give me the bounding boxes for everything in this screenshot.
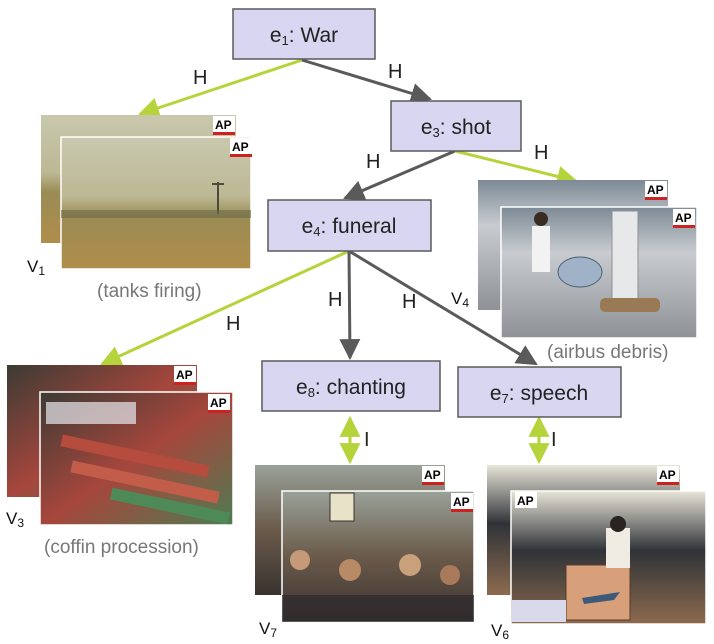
ap-logo: AP <box>230 138 252 157</box>
event-node-funeral: e4: funeral <box>267 199 432 252</box>
node-label: chanting <box>327 376 406 399</box>
svg-text:AP: AP <box>232 140 249 154</box>
node-label: shot <box>451 116 491 139</box>
edge-label-e4-e8: H <box>328 289 342 311</box>
node-label: War <box>300 24 338 47</box>
event-node-shot: e3: shot <box>390 100 522 152</box>
video-thumbnail-v7: AP AP V7 <box>255 465 475 640</box>
svg-text:e4: funeral: e4: funeral <box>302 215 397 239</box>
node-subscript: 4 <box>313 224 320 239</box>
edge-label-e8-v7: I <box>364 429 370 451</box>
node-label: funeral <box>332 215 396 238</box>
ap-logo: AP <box>174 366 196 385</box>
svg-text:AP: AP <box>647 183 664 197</box>
svg-text:AP: AP <box>210 396 227 410</box>
event-node-chanting: e8: chanting <box>261 360 441 412</box>
video-thumbnail-v1: AP AP V1 (tanks firing) <box>27 115 252 302</box>
edge-label-e3-v4: H <box>534 142 548 164</box>
svg-text:AP: AP <box>659 468 676 482</box>
node-subscript: 1 <box>282 33 289 48</box>
node-subscript: 7 <box>502 391 509 406</box>
edge-e3-v4 <box>454 149 579 187</box>
edge-label-e4-v3: H <box>226 313 240 335</box>
svg-text:e8: chanting: e8: chanting <box>296 376 406 400</box>
svg-text:AP: AP <box>424 468 441 482</box>
event-node-war: e1: War <box>232 8 376 60</box>
edge-e4-e8 <box>339 250 361 361</box>
svg-text:AP: AP <box>675 211 692 225</box>
node-subscript: 3 <box>433 125 440 140</box>
edge-label-e4-e7: H <box>402 291 416 313</box>
svg-text:AP: AP <box>215 118 232 132</box>
ap-logo: AP <box>451 493 473 512</box>
event-node-speech: e7: speech <box>457 366 622 418</box>
node-label: speech <box>520 382 588 405</box>
video-label-v3: V3 <box>6 509 24 530</box>
edge-e4-v3 <box>100 249 350 366</box>
caption-v3: (coffin procession) <box>44 537 199 558</box>
video-label-v4: V4 <box>451 289 469 310</box>
video-label-v1: V1 <box>27 257 45 278</box>
caption-v1: (tanks firing) <box>97 281 202 302</box>
edge-e4-e7 <box>348 249 538 366</box>
svg-text:e3: shot: e3: shot <box>421 116 491 140</box>
edge-label-e1-e3: H <box>388 61 402 83</box>
svg-text:e1: War: e1: War <box>270 24 338 48</box>
node-subscript: 8 <box>308 385 315 400</box>
caption-v4: (airbus debris) <box>547 342 668 363</box>
ap-logo: AP <box>422 466 444 485</box>
svg-text:AP: AP <box>453 495 470 509</box>
ap-logo: AP <box>673 209 695 228</box>
video-thumbnail-v3: AP AP V3 (coffin procession) <box>6 365 234 558</box>
video-label-v6: V6 <box>491 621 509 642</box>
edge-e3-e4 <box>343 149 456 201</box>
edge-e1-v1 <box>138 58 303 118</box>
ap-logo: AP <box>657 466 679 485</box>
edge-label-e1-v1: H <box>193 67 207 89</box>
edge-label-e7-v6: I <box>551 429 557 451</box>
ap-logo: AP <box>208 394 230 413</box>
edge-e1-e3 <box>301 58 433 104</box>
ap-logo-mirrored: AP <box>517 494 534 508</box>
video-thumbnail-v6: AP AP V6 <box>487 465 707 642</box>
ap-logo: AP <box>645 181 667 200</box>
edge-label-e3-e4: H <box>366 151 380 173</box>
ap-logo: AP <box>213 116 235 135</box>
video-thumbnail-v4: AP AP V4 (airbus debris) <box>451 180 698 363</box>
video-label-v7: V7 <box>259 619 277 640</box>
svg-text:AP: AP <box>176 368 193 382</box>
